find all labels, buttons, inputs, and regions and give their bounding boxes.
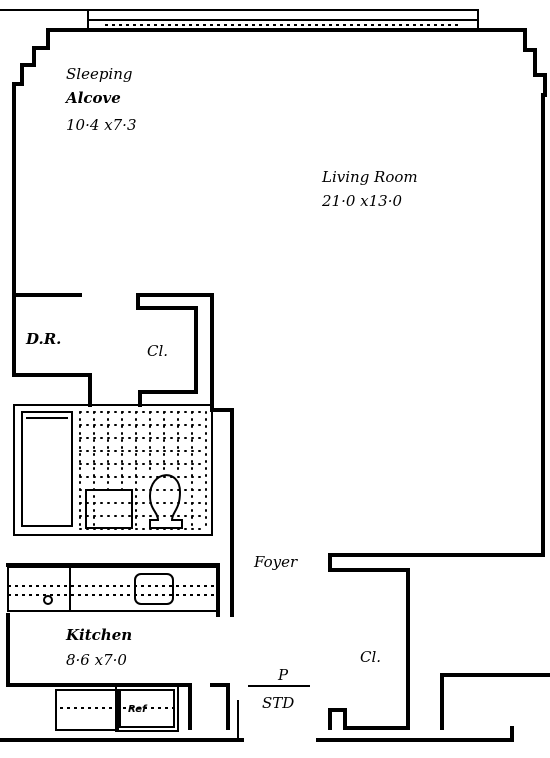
dining-room-label: D.R. [25, 330, 61, 348]
outer-wall [12, 28, 547, 572]
living-room-dims: 21·0 x13·0 [321, 192, 402, 210]
sleeping-alcove-name-1: Sleeping [66, 65, 133, 83]
window [0, 9, 479, 31]
refrigerator-label: Ref [128, 704, 148, 715]
kitchen-counter [6, 563, 220, 617]
living-room-name: Living Room [321, 168, 418, 186]
symbol-top: P [277, 666, 289, 684]
kitchen-dims: 8·6 x7·0 [66, 651, 127, 669]
living-room-label: Living Room 21·0 x13·0 [321, 168, 418, 210]
sleeping-alcove-name-2: Alcove [64, 89, 121, 107]
kitchen-label: Kitchen 8·6 x7·0 [65, 626, 132, 669]
foyer-label: Foyer [253, 553, 298, 571]
foyer-walls [237, 568, 550, 742]
symbol-bottom: STD [262, 694, 294, 712]
closet-upper-label: Cl. [147, 342, 168, 360]
p-std-symbol: P STD [262, 666, 294, 712]
sleeping-alcove-dims: 10·4 x7·3 [66, 116, 136, 134]
kitchen-name: Kitchen [65, 626, 132, 644]
closet-lower-label: Cl. [360, 648, 381, 666]
sleeping-alcove-label: Sleeping Alcove 10·4 x7·3 [64, 65, 136, 134]
kitchen-walls [0, 613, 244, 742]
bathroom [13, 404, 213, 536]
